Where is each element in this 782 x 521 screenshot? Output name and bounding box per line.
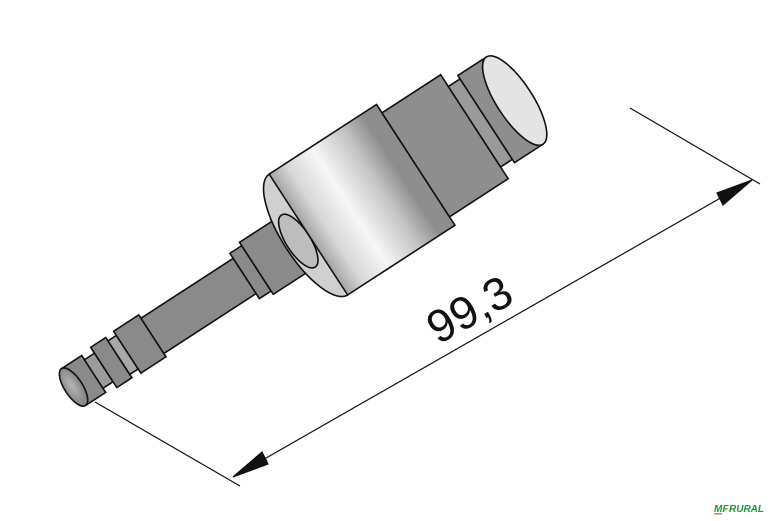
arrowhead-left [232,451,269,478]
long-shaft [139,257,258,355]
dimension-annotation [94,107,761,487]
extension-line-right [629,107,761,185]
mfrural-watermark-logo: MF RURAL [714,504,764,515]
dimension-value: 99,3 [418,265,522,354]
svg-text:MF: MF [714,504,729,515]
dimension-line [232,179,753,478]
extension-line-left [94,401,241,487]
shaft-part [58,55,548,407]
arrowhead-right [716,179,753,206]
svg-text:RURAL: RURAL [729,504,764,515]
left-end-cap [58,354,107,407]
